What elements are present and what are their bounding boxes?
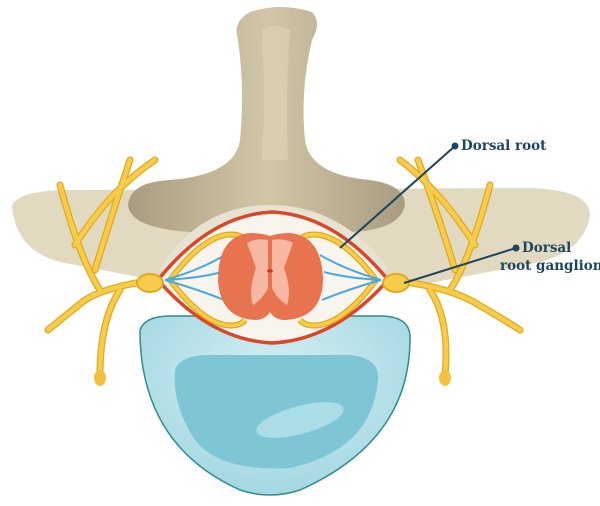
dorsal-root-leader — [339, 145, 456, 249]
grey-matter — [247, 239, 293, 305]
nucleus — [174, 355, 379, 469]
ganglion-leader — [403, 247, 517, 284]
label-dorsal-root-ganglion-line1: Dorsal — [522, 240, 572, 256]
label-dorsal-root: Dorsal root — [461, 138, 547, 154]
rootlets — [164, 254, 382, 301]
ganglion-right — [382, 273, 410, 293]
label-dorsal-root-ganglion-line2: root ganglion — [500, 258, 600, 274]
spinal-cord — [218, 233, 323, 320]
ganglion-left — [136, 273, 164, 293]
